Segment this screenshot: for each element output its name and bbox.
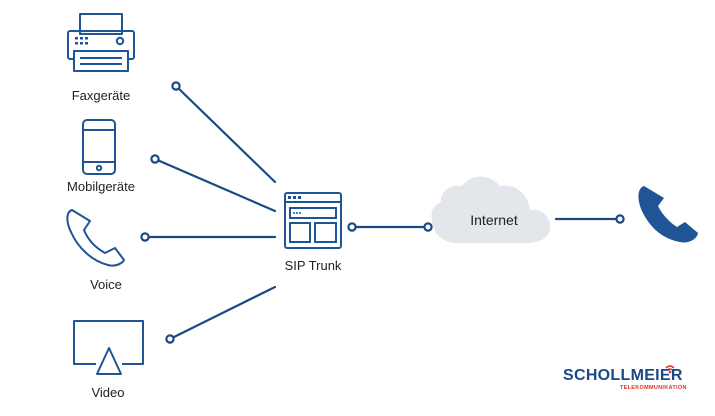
device-label-mobile: Mobilgeräte: [67, 179, 135, 194]
cloud-icon: [431, 176, 551, 243]
airplay-display-icon: [73, 320, 144, 375]
connector-mobile-to-sip: [153, 157, 277, 213]
connector-dot: [171, 81, 181, 91]
connector-video-to-sip: [168, 285, 277, 341]
sip-trunk-label: SIP Trunk: [284, 258, 342, 273]
brand-tagline: TELEKOMMUNIKATION: [620, 385, 687, 391]
device-label-fax: Faxgeräte: [71, 88, 131, 103]
endpoint-phone-icon: [638, 186, 698, 243]
device-label-video: Video: [91, 385, 125, 400]
brand-signal-icon: [665, 365, 675, 374]
connector-dot: [140, 232, 150, 242]
smartphone-icon: [82, 119, 116, 175]
device-label-voice: Voice: [90, 277, 122, 292]
connector-dot: [165, 334, 175, 344]
connector-fax-to-sip: [174, 84, 277, 184]
brand-logo: SCHOLLMEIER TELEKOMMUNIKATION: [560, 362, 700, 398]
server-window-icon: [284, 192, 342, 249]
internet-label: Internet: [470, 212, 518, 228]
phone-handset-icon: [66, 209, 125, 267]
connector-dot: [423, 222, 433, 232]
connector-dot: [347, 222, 357, 232]
connector-dot: [615, 214, 625, 224]
fax-machine-icon: [67, 13, 135, 72]
brand-name: SCHOLLMEIER: [563, 367, 683, 384]
connector-dot: [150, 154, 160, 164]
